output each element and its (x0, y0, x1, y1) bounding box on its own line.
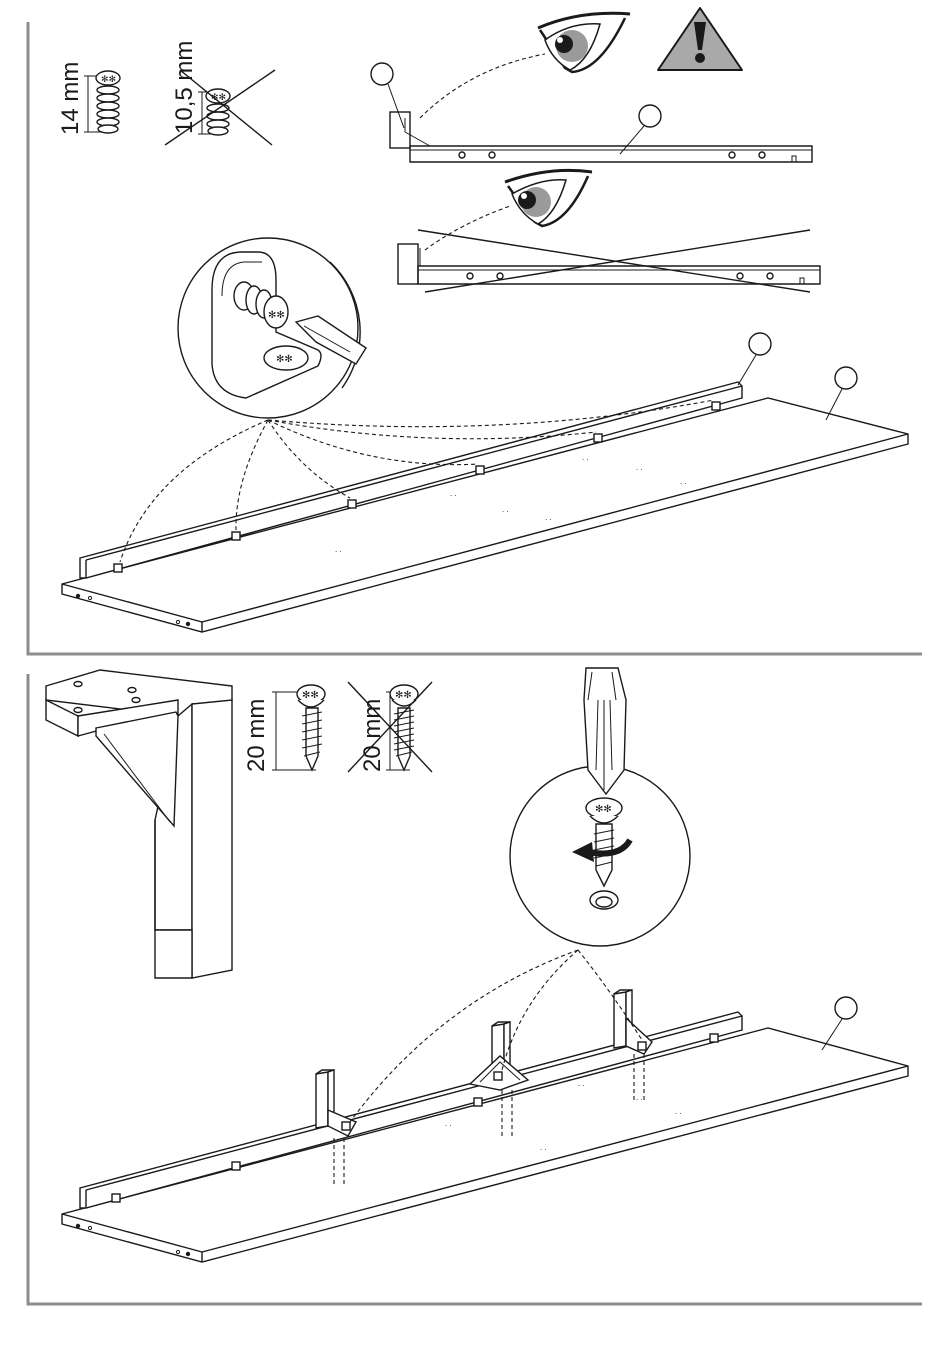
svg-text:✻✻: ✻✻ (302, 690, 319, 701)
screw-14mm: 14 mm ✻✻ (57, 62, 120, 135)
part-label-circle (835, 367, 857, 389)
eye-icon (505, 170, 592, 226)
svg-text:. .: . . (582, 453, 589, 462)
svg-text:. .: . . (636, 463, 643, 472)
part-label-circle (371, 63, 393, 85)
svg-text:. .: . . (540, 1143, 547, 1152)
svg-text:. .: . . (675, 1107, 682, 1116)
eye-icon (538, 13, 630, 72)
part-label-circle (639, 105, 661, 127)
screw-14mm-label: 14 mm (57, 62, 84, 135)
part-label-circle (749, 333, 771, 355)
detail-magnifier: ✻✻ ✻✻ (178, 238, 366, 418)
svg-text:✻✻: ✻✻ (276, 354, 293, 365)
screw-20mm: 20 mm ✻✻ (243, 685, 325, 772)
screw-10-5mm: 10,5 mm ✻✻ (165, 41, 275, 145)
svg-text:. .: . . (680, 477, 687, 486)
svg-text:. .: . . (578, 1079, 585, 1088)
screw-10-5mm-label: 10,5 mm (171, 41, 198, 134)
rail-correct (371, 54, 812, 162)
table-leg (46, 670, 232, 978)
svg-text:✻✻: ✻✻ (101, 75, 116, 85)
screw-20mm-label: 20 mm (243, 699, 270, 772)
svg-text:✻✻: ✻✻ (395, 690, 412, 701)
svg-text:. .: . . (450, 489, 457, 498)
rail-wrong (398, 206, 820, 292)
cross-out-icon (418, 230, 810, 292)
svg-text:. .: . . (335, 545, 342, 554)
svg-text:. .: . . (445, 1119, 452, 1128)
thread (97, 86, 119, 133)
screw-20mm-wrong: 20 mm ✻✻ (348, 682, 432, 772)
svg-text:. .: . . (502, 505, 509, 514)
board-step-1: . . . . . . . . . . . . . . (62, 333, 908, 632)
svg-text:. .: . . (545, 513, 552, 522)
svg-text:✻✻: ✻✻ (595, 804, 612, 815)
svg-text:. .: . . (636, 1093, 643, 1102)
detail-magnifier: ✻✻ (510, 668, 690, 946)
svg-text:✻✻: ✻✻ (268, 310, 285, 321)
part-label-circle (835, 997, 857, 1019)
board-step-2: . . . . . . . . . . . . (62, 950, 908, 1262)
warning-icon (658, 8, 742, 70)
